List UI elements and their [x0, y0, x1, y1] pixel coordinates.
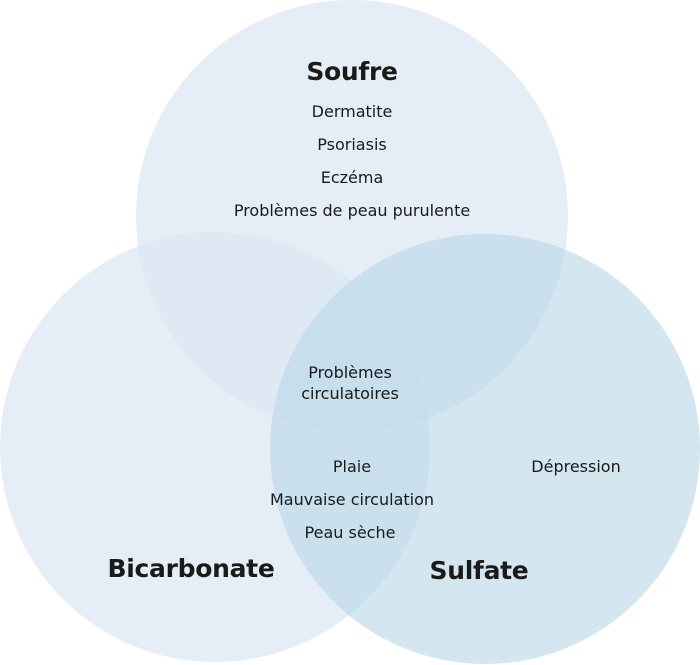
circle-sulfate	[270, 234, 700, 664]
center-overlap-line-2: circulatoires	[301, 384, 399, 403]
circle-title-sulfate: Sulfate	[429, 556, 529, 585]
circle-title-soufre: Soufre	[306, 57, 398, 86]
soufre-item-eczema: Eczéma	[320, 168, 384, 187]
overlap-item-plaie: Plaie	[332, 457, 372, 476]
overlap-item-mauvaise-circulation: Mauvaise circulation	[269, 490, 435, 509]
soufre-item-dermatite: Dermatite	[311, 102, 393, 121]
overlap-item-peau-seche: Peau sèche	[304, 523, 396, 542]
center-overlap-line-1: Problèmes	[308, 363, 392, 382]
circle-title-bicarbonate: Bicarbonate	[107, 554, 275, 583]
soufre-item-problemes-peau: Problèmes de peau purulente	[233, 201, 471, 220]
center-overlap-label: Problèmes circulatoires	[301, 362, 399, 404]
soufre-item-psoriasis: Psoriasis	[317, 135, 387, 154]
sulfate-item-depression: Dépression	[531, 457, 621, 476]
